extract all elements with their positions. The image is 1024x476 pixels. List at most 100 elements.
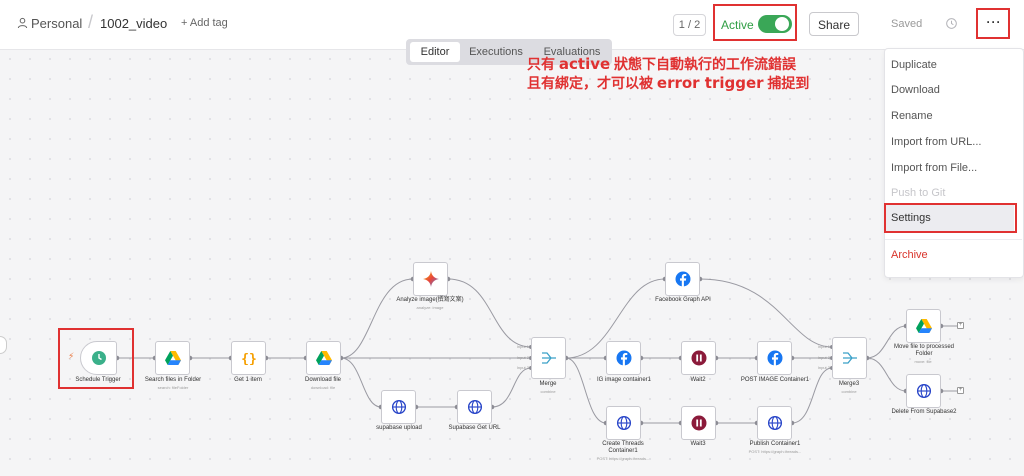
edge-fb-merge3-1 <box>699 278 833 348</box>
node-create-threads-container[interactable] <box>606 406 641 440</box>
google-drive-icon <box>315 351 332 365</box>
node-label: supabase upload <box>376 425 422 431</box>
node-analyze-image[interactable] <box>413 262 448 296</box>
node-ig-image-container[interactable] <box>606 341 641 375</box>
share-button[interactable]: Share <box>809 12 859 36</box>
node-label: Search files in Folder <box>144 377 202 383</box>
menu-item-import-url[interactable]: Import from URL... <box>891 136 982 148</box>
trigger-bolt-icon: ⚡ <box>68 351 75 361</box>
svg-text:{}: {} <box>241 352 257 365</box>
node-merge[interactable] <box>531 337 566 379</box>
add-node-button[interactable]: + <box>957 387 964 394</box>
breadcrumb-project[interactable]: Personal <box>31 16 83 31</box>
code-braces-icon: {} <box>241 352 257 365</box>
menu-item-push-git: Push to Git <box>891 187 946 199</box>
annotation-text: 只有 active 狀態下自動執行的工作流錯誤 且有綁定，才可以被 error … <box>527 55 810 92</box>
node-label: Create Threads Container1 <box>602 441 644 454</box>
node-merge3[interactable] <box>832 337 867 379</box>
tab-editor[interactable]: Editor <box>410 42 460 62</box>
globe-icon <box>767 415 782 431</box>
menu-item-duplicate[interactable]: Duplicate <box>891 59 937 71</box>
edge-get-merge-3 <box>491 367 532 408</box>
edge-analyze-merge-1 <box>447 278 532 348</box>
node-label: POST IMAGE Container1 <box>740 377 810 383</box>
node-publish-container[interactable] <box>757 406 792 440</box>
globe-icon <box>916 383 931 399</box>
tab-evaluations[interactable]: Evaluations <box>543 46 601 58</box>
edge-merge-threads <box>565 357 607 424</box>
node-label: Delete From Supabase2 <box>891 409 957 415</box>
node-subtitle: POST: https://graph.threads... <box>748 449 802 454</box>
node-subtitle: POST: https://graph.threads... <box>596 456 650 461</box>
more-options-button[interactable]: ··· <box>986 15 1002 29</box>
node-label: Supabase Get URL <box>448 425 501 431</box>
node-subtitle: combine <box>540 389 556 394</box>
clock-icon <box>91 351 106 365</box>
globe-icon <box>391 399 406 415</box>
workflow-canvas[interactable] <box>0 49 1024 476</box>
globe-icon <box>616 415 631 431</box>
pause-icon <box>691 415 706 431</box>
node-download-file[interactable] <box>306 341 341 375</box>
breadcrumb-separator: / <box>88 12 94 32</box>
node-supabase-upload[interactable] <box>381 390 416 424</box>
more-highlight-box <box>976 8 1010 39</box>
node-label: Facebook Graph API <box>655 297 711 303</box>
input-label: Input 3 <box>516 365 529 370</box>
settings-hover-bg <box>886 205 1014 231</box>
tab-executions[interactable]: Executions <box>469 46 523 58</box>
saved-status: Saved <box>891 18 923 30</box>
node-schedule-trigger[interactable] <box>80 341 117 375</box>
edge-publish-merge3-3 <box>791 367 833 424</box>
version-pager[interactable]: 1 / 2 <box>673 14 706 36</box>
node-label: IG image container1 <box>596 377 652 383</box>
menu-item-archive[interactable]: Archive <box>891 249 928 261</box>
node-wait2[interactable] <box>681 341 716 375</box>
edge-merge3-move <box>866 325 907 359</box>
node-label: Schedule Trigger <box>75 377 121 383</box>
node-get-1-item[interactable]: {} <box>231 341 266 375</box>
node-label: Move file to processed Folder <box>893 344 955 357</box>
node-wait3[interactable] <box>681 406 716 440</box>
edge-download-upload <box>340 357 382 408</box>
node-label: Merge3 <box>838 381 860 387</box>
node-subtitle: move: file <box>914 359 932 364</box>
input-label: Input 1 <box>516 344 529 349</box>
input-label: Input 3 <box>817 365 830 370</box>
node-label: Publish Container1 <box>749 441 801 447</box>
edge-merge3-delete <box>866 357 907 392</box>
settings-highlight-box <box>884 203 1017 233</box>
node-supabase-get-url[interactable] <box>457 390 492 424</box>
gemini-icon <box>422 271 439 287</box>
globe-icon <box>467 399 482 415</box>
facebook-icon <box>675 271 690 287</box>
workflow-name[interactable]: 1002_video <box>100 16 168 31</box>
node-delete-supabase[interactable] <box>906 374 941 408</box>
add-tag-button[interactable]: + Add tag <box>181 17 228 29</box>
menu-item-rename[interactable]: Rename <box>891 110 933 122</box>
node-label: Wait2 <box>690 377 706 383</box>
node-label: Wait3 <box>690 441 706 447</box>
pause-icon <box>691 350 706 366</box>
node-label: Download file <box>304 377 342 383</box>
menu-divider <box>885 239 1022 240</box>
google-drive-icon <box>164 351 181 365</box>
node-post-image-container[interactable] <box>757 341 792 375</box>
node-subtitle: search: fileFolder <box>157 385 189 390</box>
node-search-files[interactable] <box>155 341 190 375</box>
history-icon[interactable] <box>945 17 958 30</box>
facebook-icon <box>616 350 631 366</box>
node-move-file[interactable] <box>906 309 941 343</box>
input-label: Input 2 <box>516 355 529 360</box>
active-label: Active <box>721 18 754 32</box>
add-node-button[interactable]: + <box>957 322 964 329</box>
edge-merge-fb <box>565 278 666 359</box>
node-facebook-graph-api[interactable] <box>665 262 700 296</box>
menu-item-settings[interactable]: Settings <box>891 212 931 224</box>
menu-item-download[interactable]: Download <box>891 84 940 96</box>
input-label: Input 1 <box>817 344 830 349</box>
active-toggle-knob <box>775 17 789 31</box>
menu-item-import-file[interactable]: Import from File... <box>891 162 978 174</box>
schedule-highlight-box <box>58 328 134 389</box>
